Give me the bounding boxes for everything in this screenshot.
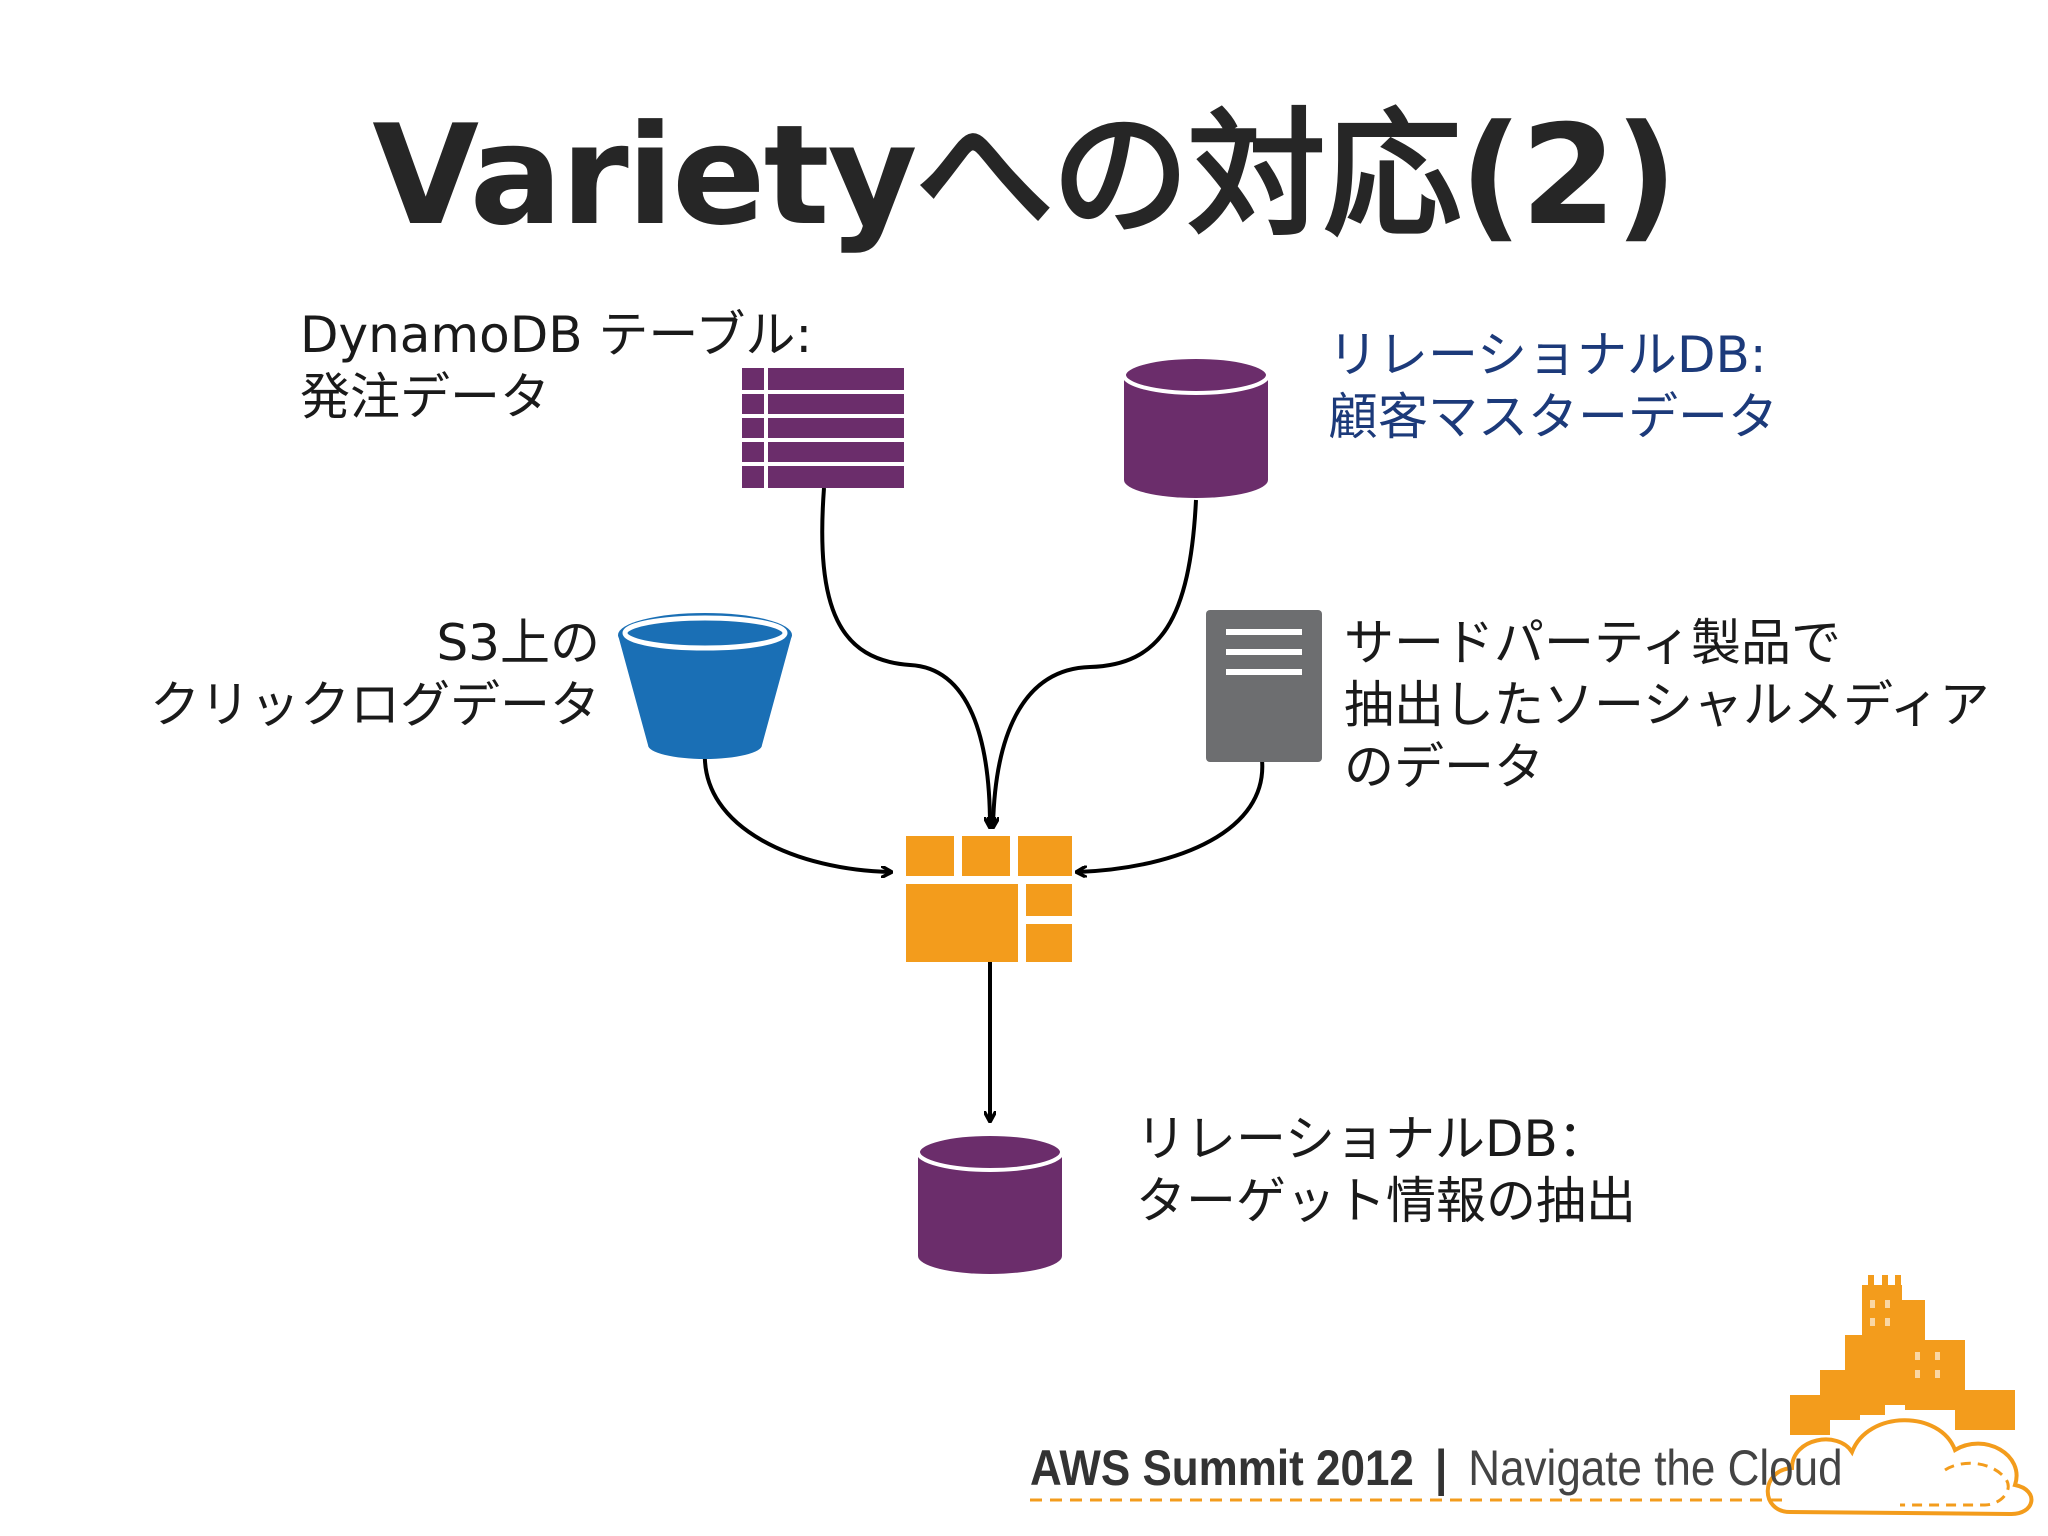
label-third-party: サードパーティ製品で 抽出したソーシャルメディア のデータ xyxy=(1344,614,1990,796)
footer-tagline: Navigate the Cloud xyxy=(1468,1440,1843,1496)
relational-db-icon xyxy=(1122,355,1270,498)
label-s3: S3上の クリックログデータ xyxy=(150,614,600,734)
aws-summit-logo-icon xyxy=(1030,1275,2034,1517)
label-relational-source: リレーショナルDB: 顧客マスターデータ xyxy=(1328,326,1778,446)
arrow-relational-to-emr xyxy=(993,499,1198,826)
label-relational-target: リレーショナルDB： ターゲット情報の抽出 xyxy=(1136,1110,1636,1230)
arrow-thirdparty-to-emr xyxy=(1078,759,1265,872)
document-icon xyxy=(1206,610,1322,762)
s3-bucket-icon xyxy=(618,613,792,759)
arrow-dynamodb-to-emr xyxy=(820,487,990,826)
arrow-s3-to-emr xyxy=(702,749,890,872)
footer-separator: | xyxy=(1434,1440,1448,1496)
target-db-icon xyxy=(916,1132,1064,1274)
footer-brand: AWS Summit 2012 xyxy=(1030,1440,1414,1496)
dynamodb-table-icon xyxy=(742,368,904,488)
emr-processing-icon xyxy=(906,836,1072,962)
page-title: Varietyへの対応(2) xyxy=(372,95,1677,256)
label-dynamodb: DynamoDB テーブル: 発注データ xyxy=(300,306,813,426)
footer-branding: AWS Summit 2012 | Navigate the Cloud xyxy=(1030,1438,1843,1498)
